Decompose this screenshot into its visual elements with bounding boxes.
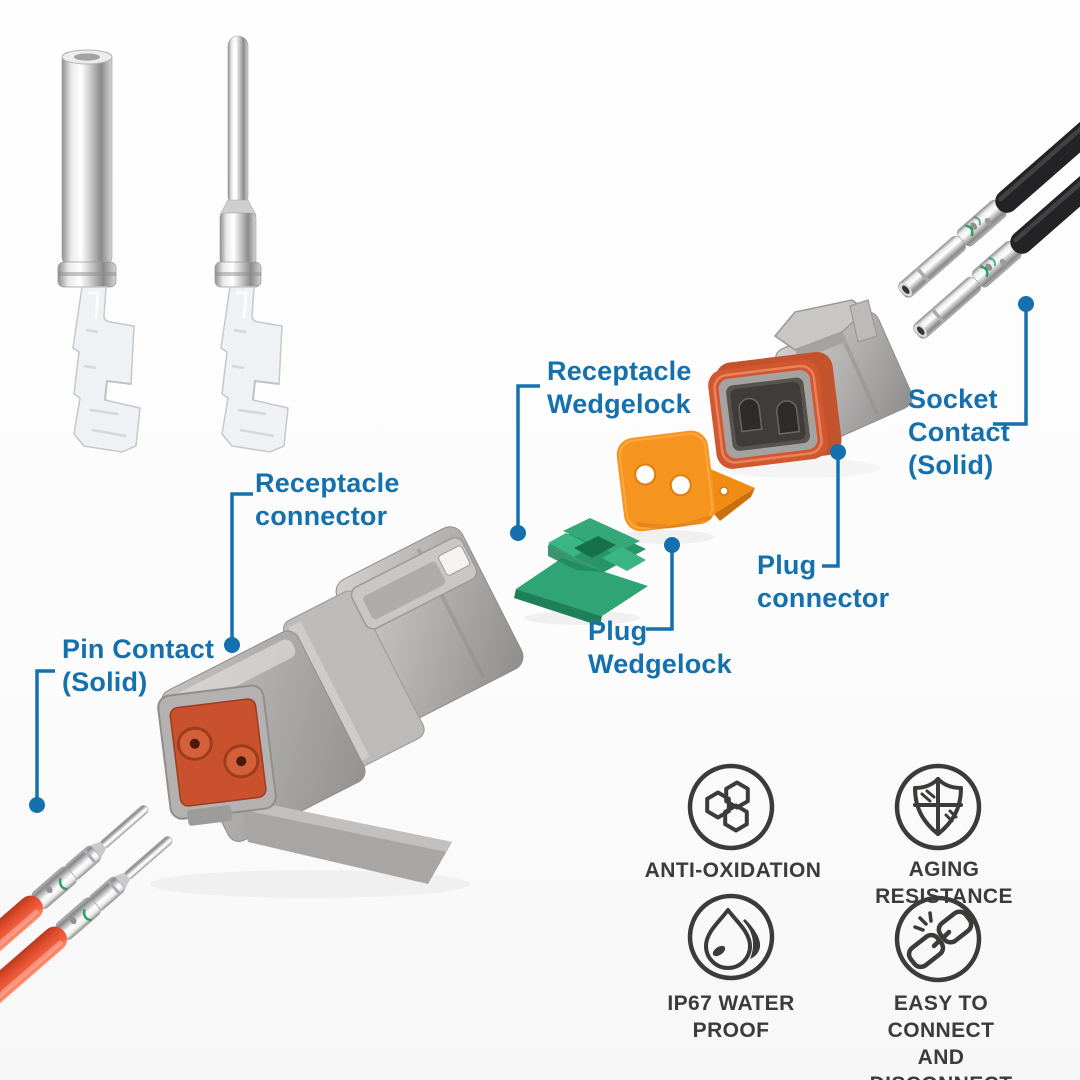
broken-chain-icon [894, 895, 982, 983]
caption-anti-oxidation: ANTI-OXIDATION [644, 859, 822, 882]
leader-dots [29, 296, 1034, 813]
label-socket-contact: Socket Contact (Solid) [908, 384, 1010, 480]
leader-receptacle-connector [230, 492, 253, 645]
plug-connector-photo [708, 299, 913, 469]
leader-lines [35, 304, 1028, 805]
label-plug-connector: Plug connector [757, 550, 890, 613]
caption-aging-resistance: AGING RESISTANCE [875, 858, 1013, 908]
label-receptacle-connector: Receptacle connector [255, 468, 400, 531]
leader-plug-connector [822, 452, 840, 568]
shield-icon [894, 763, 982, 851]
label-receptacle-wedgelock: Receptacle Wedgelock [547, 356, 692, 419]
label-pin-contact: Pin Contact (Solid) [62, 634, 215, 697]
pin-contact-terminal [214, 35, 290, 454]
plug-face [708, 351, 842, 469]
leader-plug-wedgelock [646, 545, 674, 631]
caption-ip67-waterproof: IP67 WATER PROOF [667, 992, 795, 1042]
hexagon-cells-icon [687, 763, 775, 851]
socket-contact-wires [893, 0, 1080, 344]
leader-receptacle-wedgelock [516, 384, 540, 533]
socket-contact-terminal [57, 49, 142, 454]
water-drop-icon [687, 893, 775, 981]
receptacle-connector-photo [157, 526, 524, 884]
leader-socket-contact [993, 304, 1028, 426]
caption-easy-connect: EASY TO CONNECT AND DISCONNECT [870, 992, 1012, 1080]
latch-tab [350, 536, 478, 630]
receptacle-wedgelock-photo [514, 518, 648, 626]
pin-contact-wires [0, 796, 181, 1080]
leader-pin-contact [35, 669, 55, 805]
label-plug-wedgelock: Plug Wedgelock [588, 616, 732, 679]
receptacle-face [157, 684, 277, 826]
plug-wedgelock-photo [616, 430, 755, 532]
